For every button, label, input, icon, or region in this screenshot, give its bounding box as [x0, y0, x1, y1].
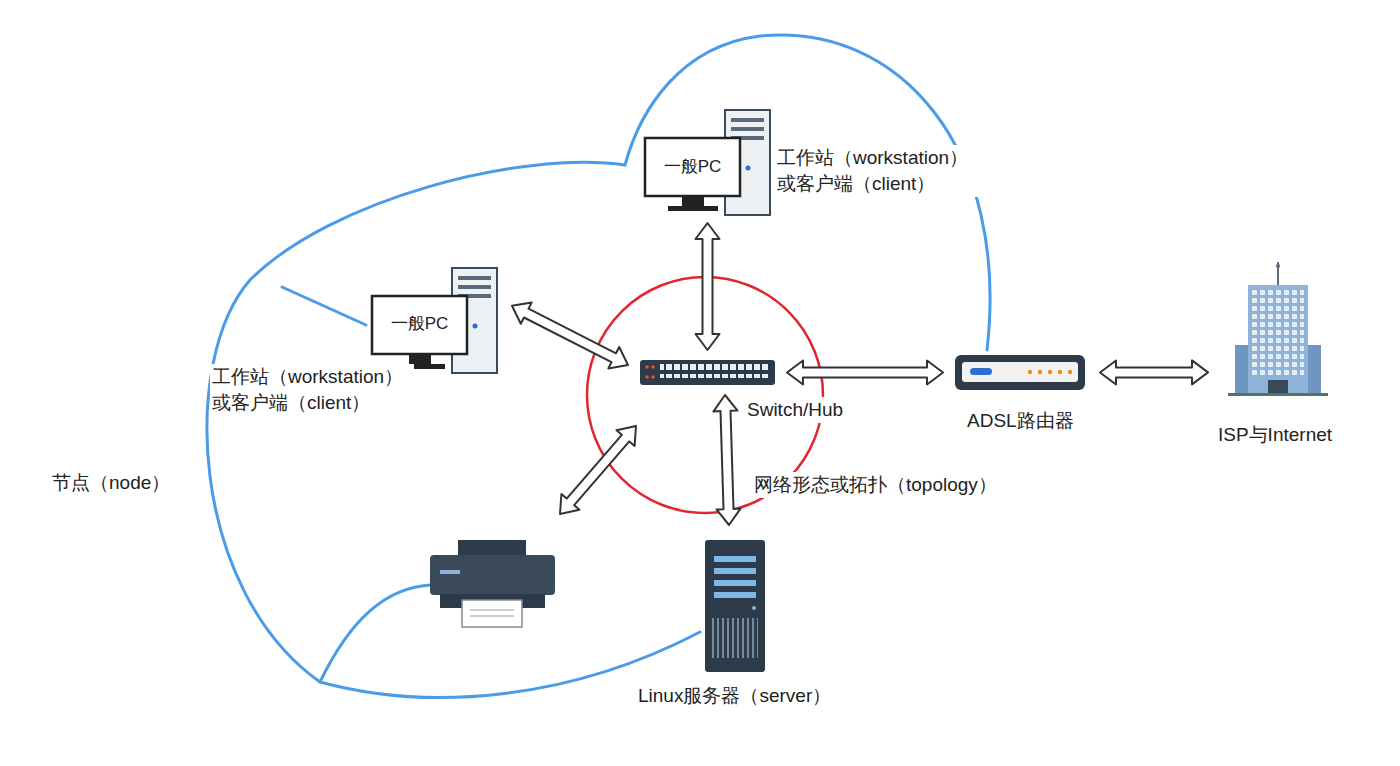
- adsl-router: ADSL路由器: [955, 355, 1085, 390]
- node-cloud: [207, 35, 990, 698]
- link-arrow: [1100, 360, 1208, 384]
- switch-hub: Switch/Hub: [640, 360, 775, 385]
- node-caption: 工作站（workstation）或客户端（client）: [775, 145, 979, 197]
- workstation-pc: 一般PC工作站（workstation）或客户端（client）: [645, 110, 770, 215]
- link-arrow: [787, 361, 943, 385]
- node-caption: ADSL路由器: [965, 408, 1076, 434]
- pc-icon: [372, 268, 497, 373]
- topology-label: 网络形态或拓扑（topology）: [752, 472, 1006, 498]
- switch-icon: [640, 360, 775, 385]
- printer-arrow: [560, 426, 636, 514]
- printer-icon: [430, 540, 555, 627]
- link-arrow: [714, 395, 741, 525]
- node-caption: Linux服务器（server）: [636, 683, 833, 709]
- link-arrow: [512, 302, 628, 368]
- workstation-pc: 一般PC工作站（workstation）或客户端（client）: [372, 268, 500, 376]
- pc-icon: [645, 110, 770, 215]
- node-label: 节点（node）: [50, 470, 172, 496]
- monitor-label: 一般PC: [372, 295, 467, 353]
- router-icon: [955, 355, 1085, 390]
- link-arrow: [696, 223, 720, 350]
- linux-server: Linux服务器（server）: [705, 540, 765, 672]
- building-icon: [1228, 262, 1328, 396]
- node-caption: Switch/Hub: [745, 397, 845, 423]
- node-caption: 工作站（workstation）或客户端（client）: [210, 364, 414, 416]
- monitor-label: 一般PC: [645, 138, 740, 196]
- node-caption: ISP与Internet: [1216, 422, 1334, 448]
- isp-internet: ISP与Internet: [1220, 262, 1330, 395]
- server-icon: [705, 540, 765, 672]
